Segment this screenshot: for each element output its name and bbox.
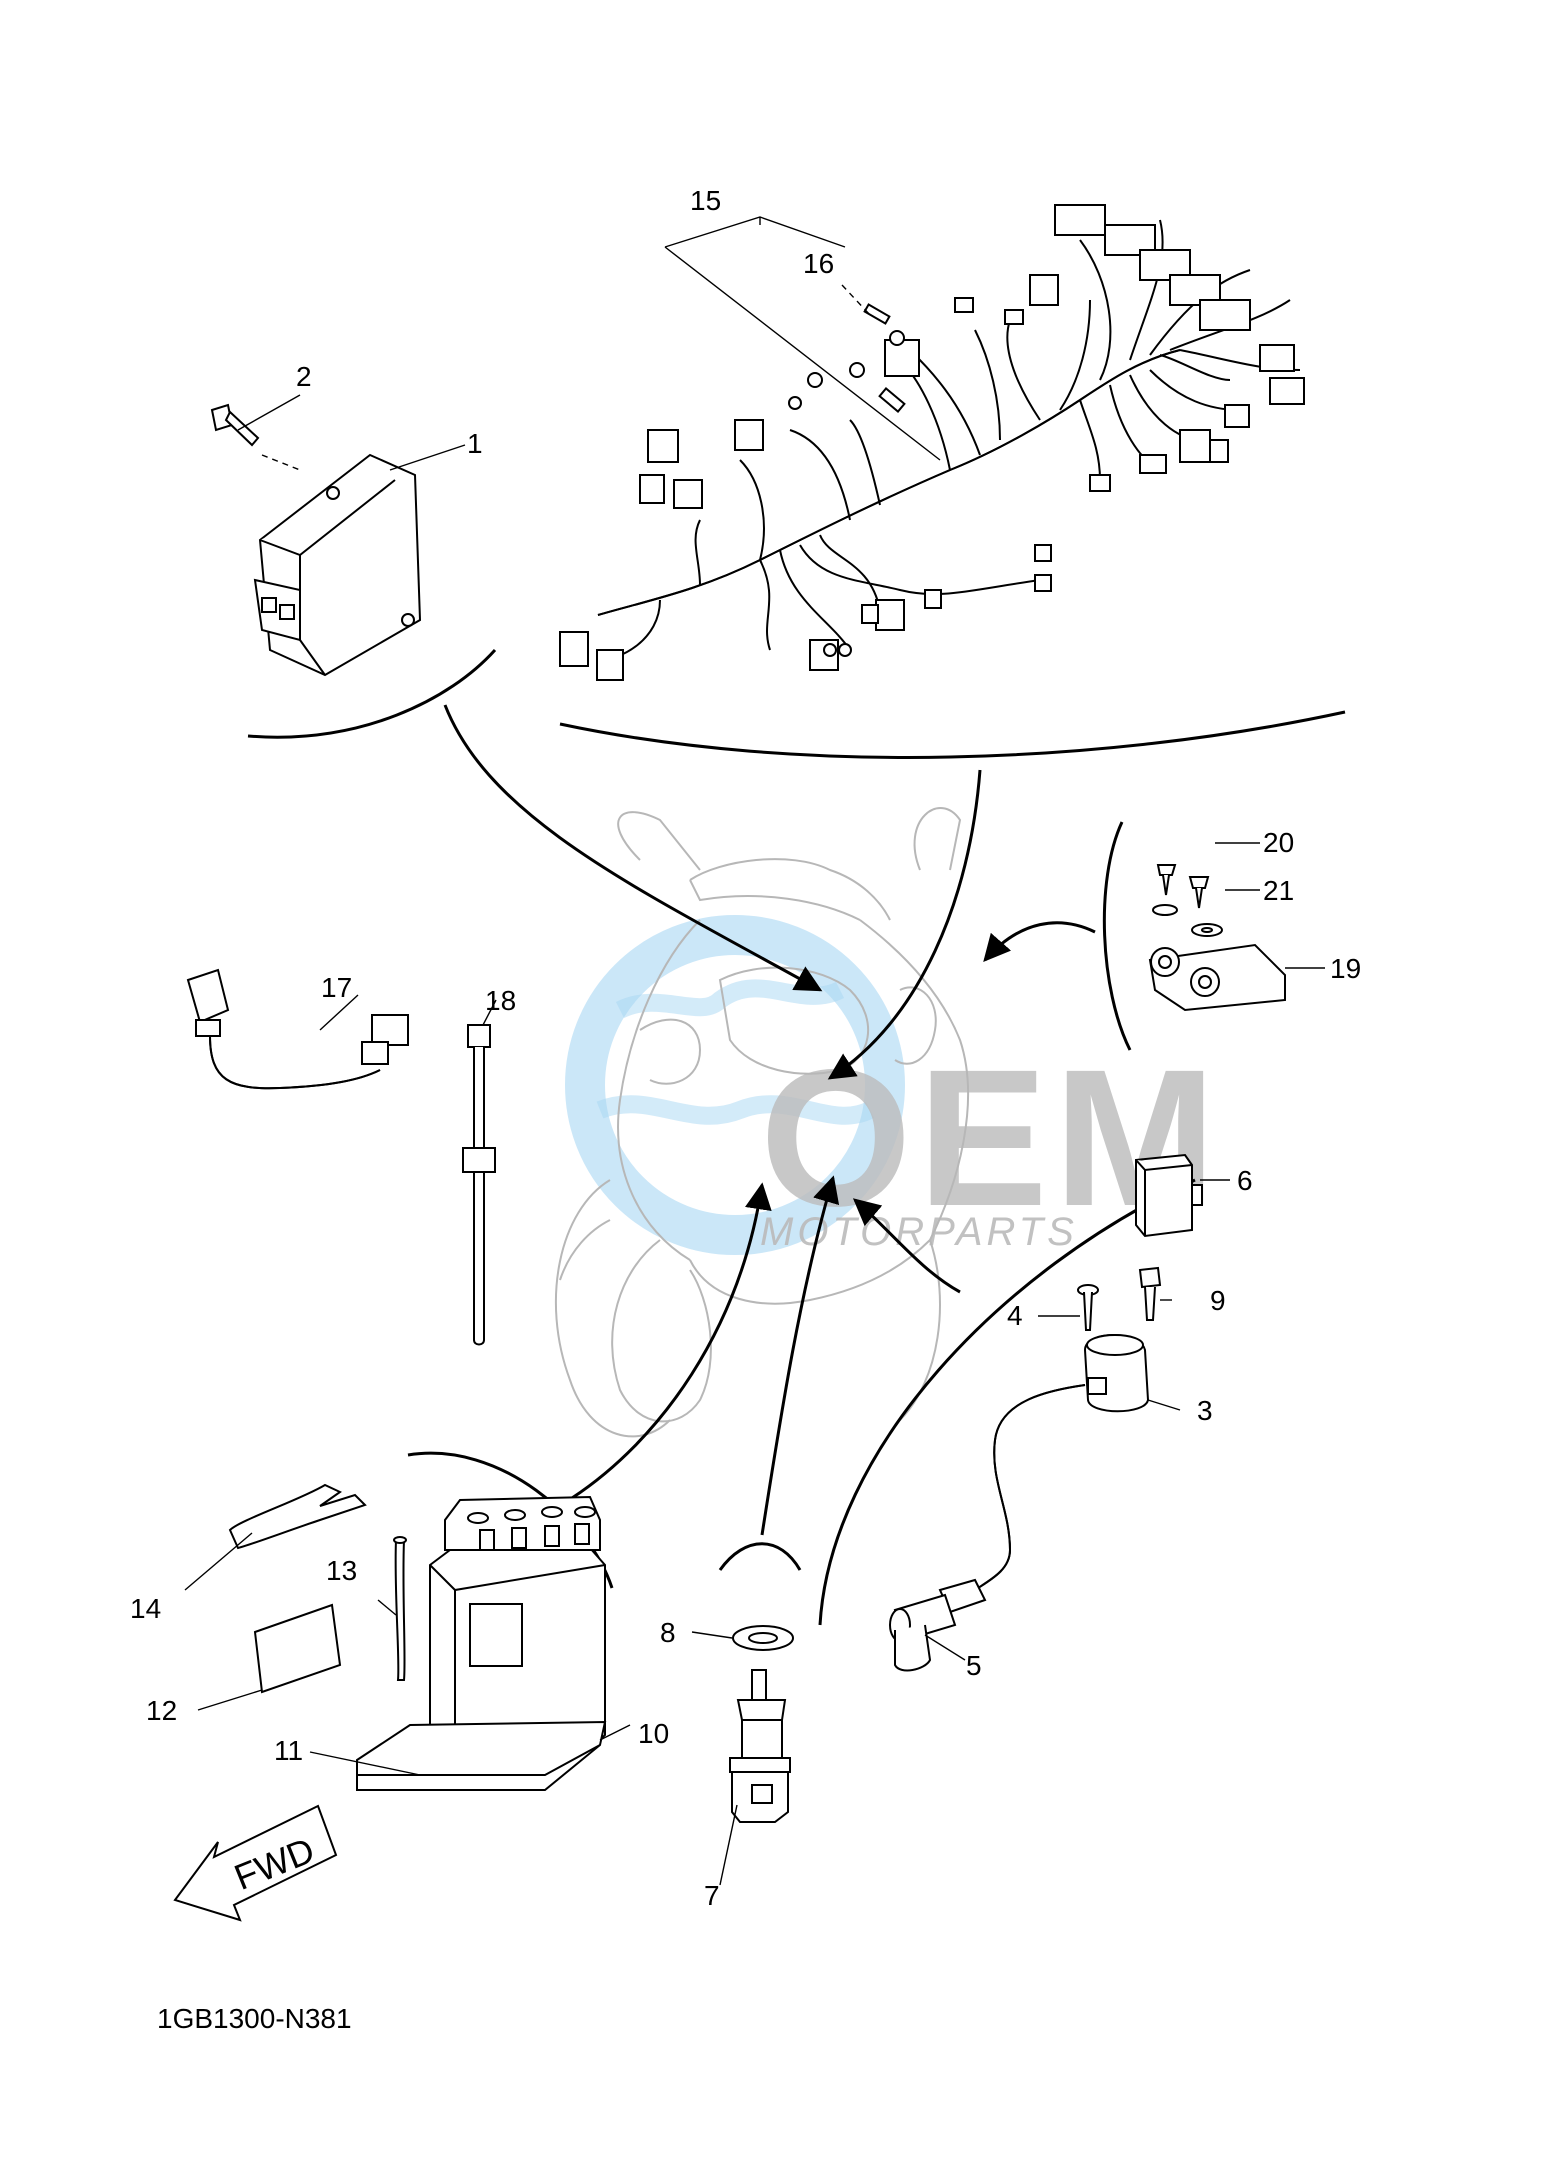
wire-harness <box>559 204 1305 681</box>
location-arrows <box>443 704 1096 1536</box>
diagram-code: 1GB1300-N381 <box>157 2003 352 2034</box>
callout-6: 6 <box>1237 1165 1253 1196</box>
callout-4: 4 <box>1007 1300 1023 1331</box>
screws <box>1077 1266 1162 1331</box>
callout-18: 18 <box>485 985 516 1016</box>
bolt-2 <box>210 403 301 471</box>
callout-8: 8 <box>660 1617 676 1648</box>
bracket-set <box>1148 864 1286 1012</box>
wire-lead <box>186 968 409 1090</box>
leader-lines <box>184 216 1325 1886</box>
watermark-globe <box>565 915 905 1255</box>
fwd-arrow: FWD <box>173 1804 338 1922</box>
battery-group <box>228 1483 607 1791</box>
callout-3: 3 <box>1197 1395 1213 1426</box>
section-curves <box>247 648 1346 1626</box>
callout-7: 7 <box>704 1880 720 1911</box>
callout-labels: 1 2 3 4 5 6 7 8 9 10 11 12 13 14 15 16 1… <box>130 185 1361 1911</box>
callout-1: 1 <box>467 428 483 459</box>
callout-19: 19 <box>1330 953 1361 984</box>
watermark: OEM MOTORPARTS <box>565 915 1216 1255</box>
scooter-outline <box>554 807 970 1438</box>
cable-tie <box>462 1024 496 1346</box>
callout-13: 13 <box>326 1555 357 1586</box>
callout-14: 14 <box>130 1593 161 1624</box>
callout-2: 2 <box>296 361 312 392</box>
neutral-switch <box>729 1625 794 1823</box>
cdi-unit <box>253 453 422 677</box>
callout-5: 5 <box>966 1650 982 1681</box>
callout-15: 15 <box>690 185 721 216</box>
ignition-coil <box>889 1334 1150 1672</box>
callout-9: 9 <box>1210 1285 1226 1316</box>
callout-11: 11 <box>274 1735 303 1766</box>
callout-20: 20 <box>1263 827 1294 858</box>
callout-16: 16 <box>803 248 834 279</box>
relay <box>1135 1153 1203 1238</box>
callout-17: 17 <box>321 972 352 1003</box>
callout-21: 21 <box>1263 875 1294 906</box>
watermark-sub: MOTORPARTS <box>760 1210 1078 1254</box>
callout-10: 10 <box>638 1718 669 1749</box>
callout-12: 12 <box>146 1695 177 1726</box>
